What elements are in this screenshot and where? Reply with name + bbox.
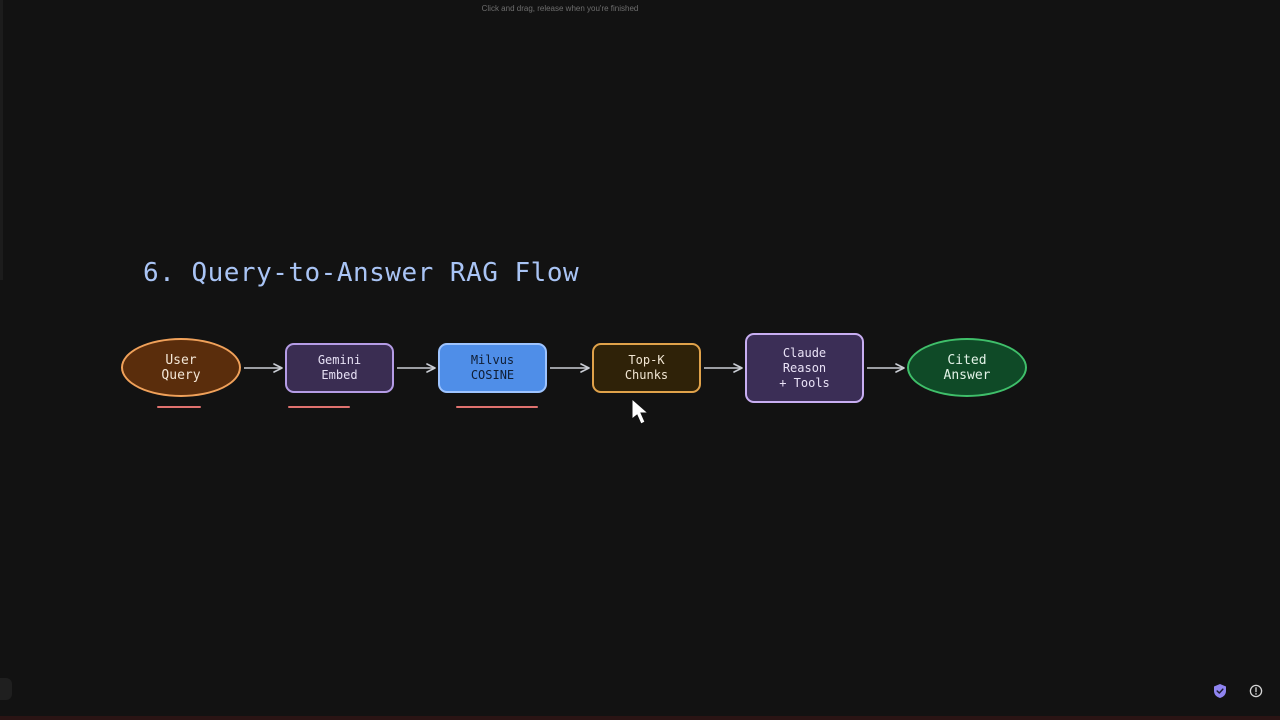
help-circle-icon[interactable] [1247,682,1265,700]
node-claude-reason-tools[interactable]: Claude Reason + Tools [745,333,864,403]
capture-hint: Click and drag, release when you're fini… [481,4,639,13]
node-top-k-chunks[interactable]: Top-K Chunks [592,343,701,393]
left-edge-strip [0,0,3,280]
diagram-title: 6. Query-to-Answer RAG Flow [143,258,580,288]
node-milvus-cosine[interactable]: Milvus COSINE [438,343,547,393]
shield-check-icon[interactable] [1211,682,1229,700]
bottom-accent-bar [0,716,1280,720]
node-cited-answer[interactable]: Cited Answer [907,338,1027,397]
node-gemini-embed[interactable]: Gemini Embed [285,343,394,393]
node-user-query[interactable]: User Query [121,338,241,397]
annotation-underline-user-query [157,406,201,408]
side-panel-handle[interactable] [0,678,12,700]
annotation-underline-milvus-cosine [456,406,538,408]
annotation-underline-gemini-embed [288,406,350,408]
